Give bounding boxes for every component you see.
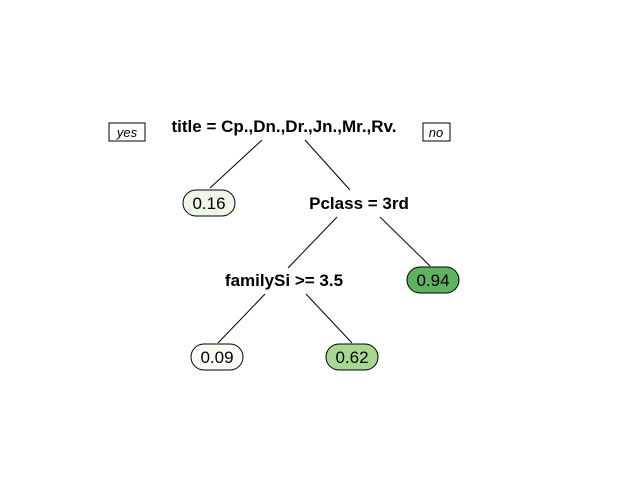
leaf-box bbox=[406, 266, 460, 294]
yes-branch-text: yes bbox=[116, 125, 138, 140]
leaf-value: 0.16 bbox=[192, 194, 225, 213]
leaf-value: 0.94 bbox=[416, 271, 449, 290]
leaf-node: 0.09 bbox=[190, 343, 244, 371]
edge-root-to-leaf-0-16 bbox=[209, 139, 263, 189]
tree-edges bbox=[209, 139, 431, 344]
leaf-box bbox=[325, 343, 379, 371]
edge-familysi-to-leaf-0-62 bbox=[305, 293, 353, 344]
edge-familysi-to-leaf-0-09 bbox=[217, 293, 266, 344]
leaf-node: 0.62 bbox=[325, 343, 379, 371]
leaf-box bbox=[190, 343, 244, 371]
leaf-box bbox=[182, 189, 236, 217]
leaf-node: 0.16 bbox=[182, 189, 236, 217]
no-branch-label: no bbox=[422, 122, 451, 142]
root-split-label: title = Cp.,Dn.,Dr.,Jn.,Mr.,Rv. bbox=[172, 117, 397, 136]
edge-root-to-pclass bbox=[304, 139, 351, 191]
leaf-value: 0.09 bbox=[200, 348, 233, 367]
no-branch-text: no bbox=[429, 125, 443, 140]
familysi-split-label: familySi >= 3.5 bbox=[225, 271, 343, 290]
pclass-split-label: Pclass = 3rd bbox=[309, 194, 409, 213]
yes-branch-label: yes bbox=[108, 122, 146, 142]
edge-pclass-to-familysi bbox=[287, 216, 338, 269]
edge-pclass-to-leaf-0-94 bbox=[379, 216, 431, 267]
leaf-value: 0.62 bbox=[335, 348, 368, 367]
leaf-node: 0.94 bbox=[406, 266, 460, 294]
